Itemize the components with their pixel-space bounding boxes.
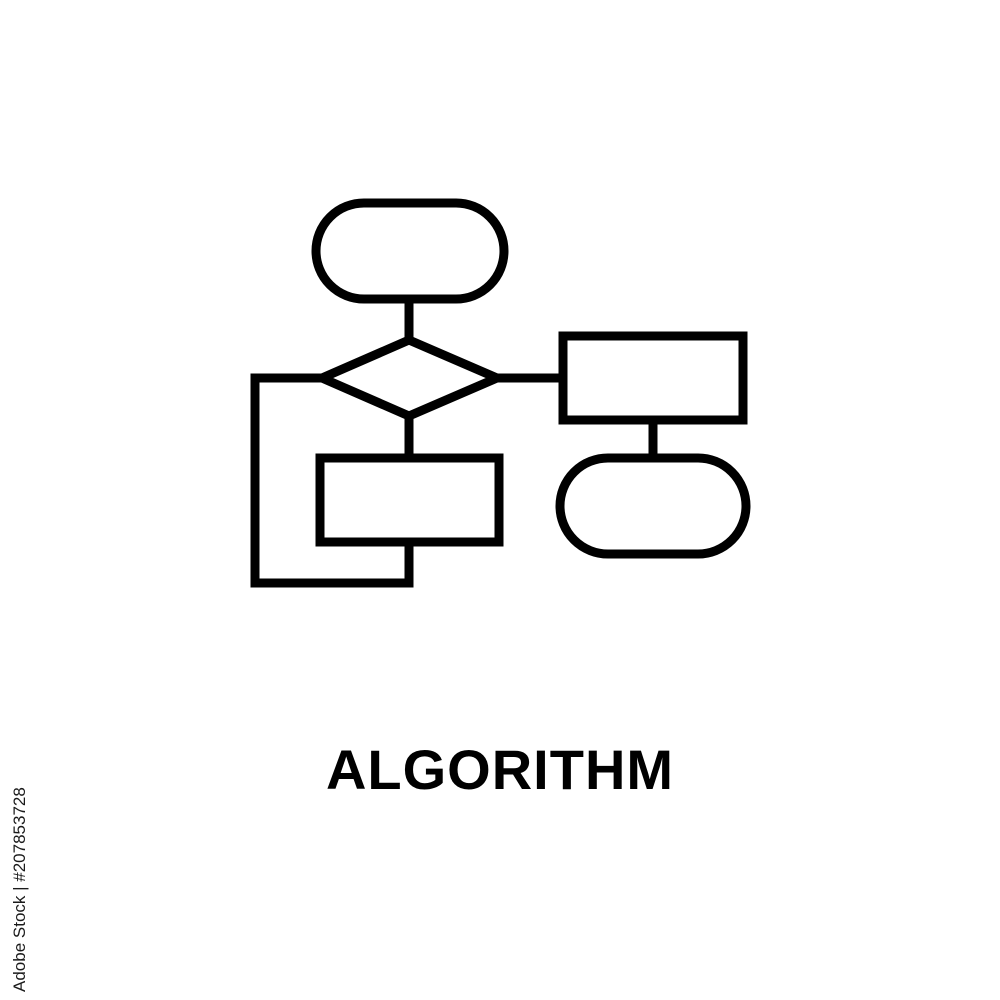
loop-back-connector [250, 373, 414, 588]
start-terminal-shape [311, 198, 509, 304]
stock-id-watermark: Adobe Stock | #207853728 [8, 770, 38, 1000]
flowchart-svg [250, 198, 751, 588]
lower-process-shape [315, 453, 504, 547]
stock-id-text: Adobe Stock | #207853728 [10, 787, 29, 992]
end-terminal-shape [555, 453, 751, 559]
right-process-shape [558, 331, 748, 425]
flowchart-icon [250, 198, 751, 588]
icon-caption: ALGORITHM [325, 738, 675, 801]
decision-diamond-shape [310, 335, 509, 421]
